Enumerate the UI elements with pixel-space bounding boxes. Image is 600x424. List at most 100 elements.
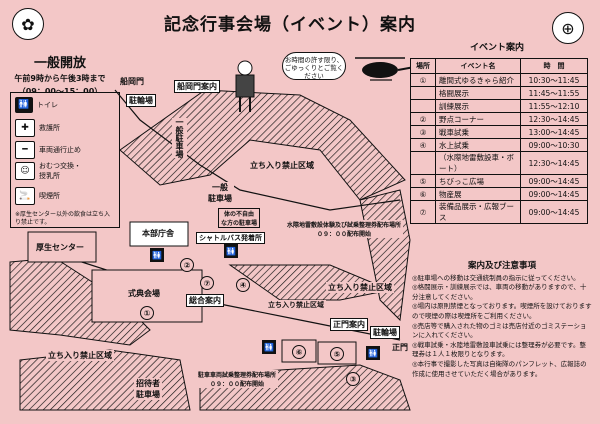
cell-num [410,99,436,113]
venue-1: ① [140,306,154,320]
label-bike-parking: 駐輪場 [370,326,400,339]
label-general-parking-1: 一般駐車場 [172,118,187,158]
speech-bubble: お時間の許す限り、ごゆっくりとご覧ください [282,52,346,80]
cell-time: 09:00～10:30 [520,138,588,152]
cell-num: ① [410,73,436,87]
toilet-icon: 🚻 [224,244,238,258]
cell-num: ⑤ [410,174,436,188]
note-item: ◎格闘展示・訓練展示では、車両の移動がありますので、十分注意してください。 [412,283,587,301]
label-hq: 本部庁舎 [140,228,176,239]
table-row: （水際地雷敷設車・ボート）12:30～14:45 [410,151,588,175]
cell-num: ③ [410,125,436,139]
cell-event: 野点コーナー [435,112,521,126]
toilet-icon: 🚻 [366,346,380,360]
venue-3: ③ [346,372,360,386]
open-hours-line: 午前9時から午後3時まで [14,74,106,83]
label-restricted-2: 立ち入り禁止区域 [326,282,394,293]
no-entry-icon: ━ [15,141,35,159]
cell-num: ② [410,112,436,126]
unit-logo-icon: ⊕ [552,12,584,44]
col-event: イベント名 [435,58,521,74]
label-general-info: 総合案内 [186,294,224,307]
notes-title: 案内及び注意事項 [467,261,536,271]
cell-event: 訓練展示 [435,99,521,113]
cell-num: ⑦ [410,200,436,224]
cell-time: 11:45～11:55 [520,86,588,100]
cell-event: （水際地雷敷設車・ボート） [435,151,521,175]
cell-num [410,151,436,175]
cell-event: 物産展 [435,187,521,201]
map-legend: 🚻トイレ ✚救護所 ━車両通行止め ☺おむつ交換・授乳所 🚬喫煙所 ※厚生センタ… [10,92,120,228]
legend-toilet: トイレ [37,101,58,109]
cell-num [410,86,436,100]
cell-event: 格闘展示 [435,86,521,100]
cell-time: 12:30～14:45 [520,151,588,175]
toilet-icon: 🚻 [15,97,33,113]
col-place: 場所 [410,58,436,74]
label-main-gate: 正門 [390,342,410,353]
label-ceremony: 式典会場 [126,288,162,299]
legend-stop: 車両通行止め [39,146,81,154]
cell-event: 水上試乗 [435,138,521,152]
label-general-parking-2: 一般駐車場 [206,182,234,204]
first-aid-icon: ✚ [15,119,35,137]
note-item: ◎駐車場への移動は交通統制員の指示に従ってください。 [412,273,580,282]
open-hours-range: （09：00～15：00） [10,86,110,97]
legend-baby2: 授乳所 [39,172,60,180]
cell-time: 13:00～14:45 [520,125,588,139]
label-main-gate-info: 正門案内 [330,318,368,331]
toilet-icon: 🚻 [262,340,276,354]
label-shuttle: シャトルバス発着所 [196,232,265,244]
label-restricted-3: 立ち入り禁止区域 [266,300,326,310]
label-restricted-4: 立ち入り禁止区域 [46,350,114,361]
cell-num: ⑥ [410,187,436,201]
cell-time: 09:00～14:45 [520,200,588,224]
cell-event: 装備品展示・広報ブース [435,200,521,224]
cell-time: 09:00～14:45 [520,174,588,188]
open-title: 一般開放 [33,56,86,71]
label-gate-funaoka-info: 船岡門案内 [174,80,220,93]
venue-5: ⑤ [330,347,344,361]
legend-smoking: 喫煙所 [39,192,60,200]
cell-time: 09:00～14:45 [520,187,588,201]
col-time: 時 間 [520,58,588,74]
note-item: ◎売店等で購入された物のゴミは売店付近のゴミステーションに入れてください。 [412,321,587,340]
restricted-zone-west [9,257,151,346]
page-subtitle: イベント案内 [470,43,525,53]
cell-time: 11:55～12:10 [520,99,588,113]
cell-time: 10:30～11:45 [520,73,588,87]
restricted-zone-east [359,189,411,322]
mascot-icon [235,60,255,112]
note-item: ◎場内は原則禁煙となっております。喫煙所を設けておりますので喫煙の際は喫煙所をご… [412,302,592,320]
cell-event: 離間式ゆるきゃら紹介 [435,73,521,87]
page-title: 記念行事会場（イベント）案内 [164,15,416,35]
note-item: ◎戦車試乗・水陸地雷敷設車試乗には整理券が必要です。整理券は１人１枚限りとなりま… [412,340,587,359]
label-welfare: 厚生センター [34,242,86,253]
baby-care-icon: ☺ [15,162,35,180]
open-hours: 一般開放 午前9時から午後3時まで （09：00～15：00） [10,52,110,97]
label-restricted-1: 立ち入り禁止区域 [248,160,316,171]
notes-section: 案内及び注意事項 ◎駐車場への移動は交通統制員の指示に従ってください。◎格闘展示… [412,261,592,379]
legend-baby1: おむつ交換・ [39,162,81,170]
cell-num: ④ [410,138,436,152]
restricted-zone-north [119,89,406,201]
label-parking-north: 駐輪場 [126,94,156,107]
label-gate-funaoka: 船岡門 [118,76,146,87]
main-road [114,89,401,211]
note-item: ◎本行事で撮影した写真は自衛隊のパンフレット、広報誌の作成に使用させていただく場… [412,359,587,378]
label-disabled-parking: 体の不自由な方の駐車場 [218,208,261,228]
legend-first-aid: 救護所 [39,124,60,132]
